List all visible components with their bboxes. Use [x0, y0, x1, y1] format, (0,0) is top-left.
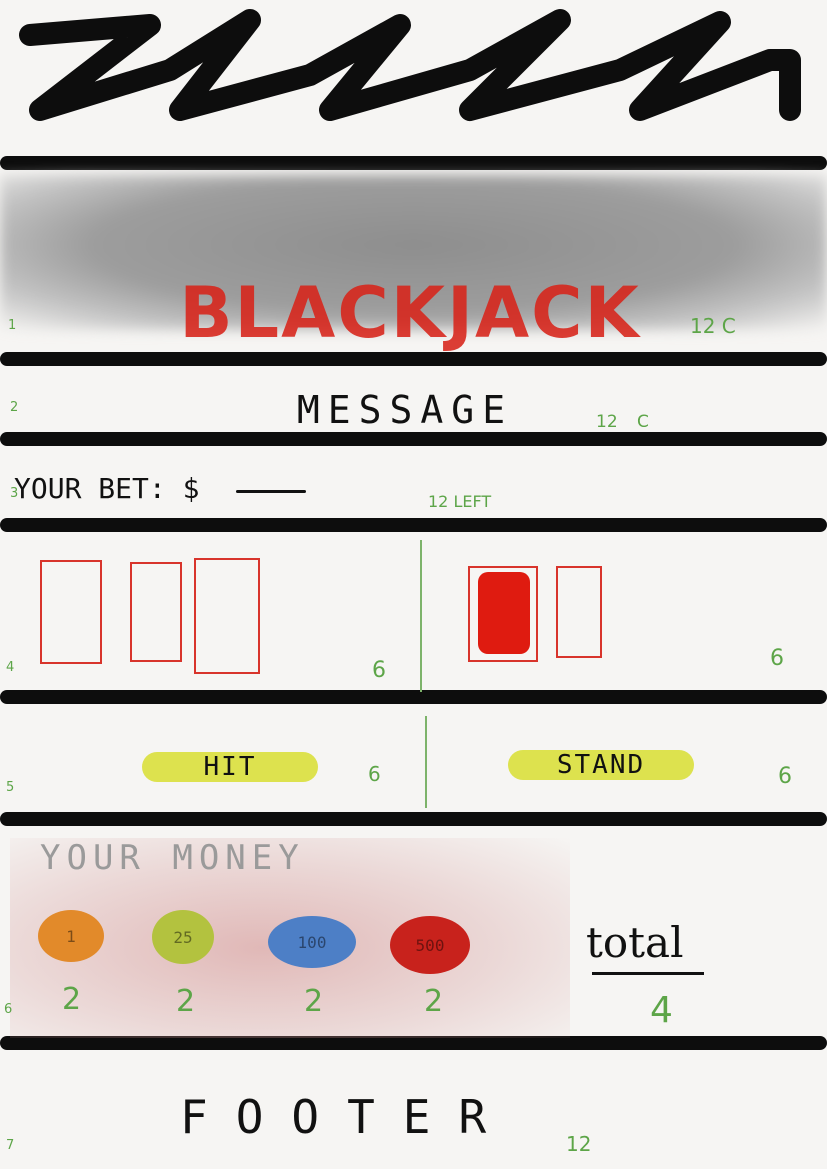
divider [0, 1036, 827, 1050]
row-number: 3 [10, 486, 19, 501]
money-title: YOUR MONEY [40, 838, 305, 878]
column-note: 4 [650, 990, 673, 1031]
chip-100[interactable]: 100 [268, 916, 356, 968]
divider [0, 156, 827, 170]
column-note: 2 [176, 984, 196, 1019]
player-card [130, 562, 182, 662]
row-number: 5 [6, 780, 15, 795]
total-underline [592, 972, 704, 975]
hit-button[interactable]: HIT [142, 752, 318, 782]
divider [0, 690, 827, 704]
row-number: 1 [8, 318, 17, 333]
divider [0, 352, 827, 366]
column-note: 2 [424, 984, 444, 1019]
divider [0, 518, 827, 532]
header-scribble [19, 9, 801, 121]
column-note: 12 [566, 1132, 592, 1156]
row-number: 4 [6, 660, 15, 675]
chip-500[interactable]: 500 [390, 916, 470, 974]
message-text: MESSAGE [296, 388, 514, 432]
column-note: 12 LEFT [428, 492, 492, 511]
column-note: 6 [372, 658, 386, 683]
column-separator [425, 716, 427, 808]
column-note: 6 [778, 764, 792, 789]
page-title: BLACKJACK [179, 272, 641, 354]
total-label: total [586, 918, 684, 967]
bet-label: YOUR BET: $ [14, 472, 200, 505]
player-card [40, 560, 102, 664]
row-number: 2 [10, 400, 19, 415]
column-note: 2 [304, 984, 324, 1019]
dealer-card-facedown [468, 566, 538, 662]
row-number: 6 [4, 1002, 13, 1017]
divider [0, 812, 827, 826]
footer-text: FOOTER [180, 1090, 515, 1144]
column-note: 12 C [596, 412, 649, 432]
column-note: 6 [368, 762, 381, 786]
row-number: 7 [6, 1138, 15, 1153]
divider [0, 432, 827, 446]
dealer-card [556, 566, 602, 658]
player-card [194, 558, 260, 674]
chip-25[interactable]: 25 [152, 910, 214, 964]
column-separator [420, 540, 422, 692]
bet-value-blank [236, 490, 306, 493]
chip-1[interactable]: 1 [38, 910, 104, 962]
header-background [0, 175, 827, 330]
column-note: 2 [62, 982, 82, 1017]
column-note: 6 [770, 646, 784, 671]
stand-button[interactable]: STAND [508, 750, 694, 780]
column-note: 12 C [690, 314, 736, 338]
